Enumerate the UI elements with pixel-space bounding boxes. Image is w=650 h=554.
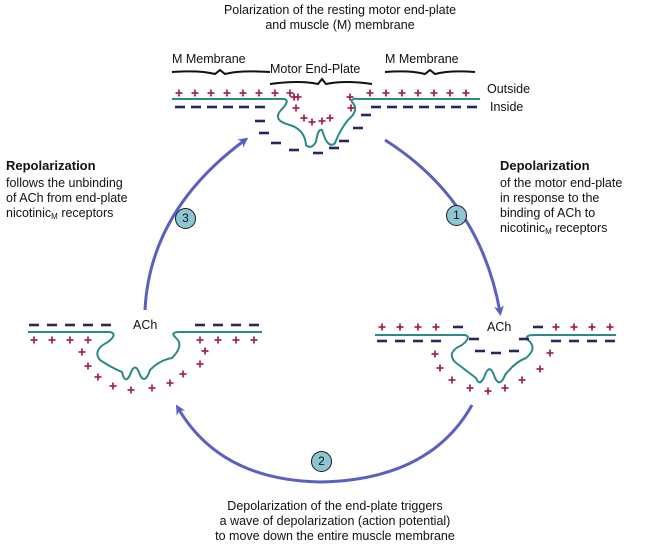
plus-charge xyxy=(286,89,294,97)
plus-charge xyxy=(318,117,326,125)
title-line-1: Polarization of the resting motor end-pl… xyxy=(223,3,457,17)
step-2-line: to move down the entire muscle membrane xyxy=(215,529,455,543)
brace-m-membrane-left xyxy=(171,68,271,76)
membrane-left xyxy=(28,331,262,381)
plus-charge xyxy=(396,323,404,331)
plus-charge xyxy=(179,370,187,378)
step-2-line: Depolarization of the end-plate triggers xyxy=(227,499,443,513)
plus-charge xyxy=(78,348,86,356)
step-1-line: binding of ACh to xyxy=(500,206,596,220)
arrow-step-1 xyxy=(384,138,504,316)
step-1-heading: Depolarization xyxy=(500,158,590,173)
plus-charge xyxy=(606,323,614,331)
m-membrane-left-label: M Membrane xyxy=(172,52,246,66)
plus-charge xyxy=(347,104,355,112)
plus-charge xyxy=(378,323,386,331)
plus-charge xyxy=(346,93,354,101)
plus-charge xyxy=(175,89,183,97)
step-1-line: of the motor end-plate xyxy=(500,176,623,190)
plus-charge xyxy=(326,114,334,122)
diagram-title: Polarization of the resting motor end-pl… xyxy=(150,3,530,33)
step-1-description: Depolarization of the motor end-plate in… xyxy=(500,158,622,239)
plus-charge xyxy=(84,336,92,344)
plus-charge xyxy=(570,323,578,331)
step-1-line: in response to the xyxy=(500,191,600,205)
plus-charge xyxy=(484,387,492,395)
plus-charge xyxy=(366,89,374,97)
plus-charge xyxy=(294,93,302,101)
plus-charge xyxy=(292,104,300,112)
plus-charge xyxy=(446,89,454,97)
plus-charge xyxy=(501,384,509,392)
plus-charge xyxy=(255,89,263,97)
step-1-line: nicotinicM receptors xyxy=(500,221,608,236)
ach-label-right: ACh xyxy=(487,320,512,334)
ach-label-left: ACh xyxy=(133,318,158,332)
plus-charge xyxy=(518,376,526,384)
plus-charge xyxy=(214,336,222,344)
plus-charge xyxy=(127,386,135,394)
step-1-badge: 1 xyxy=(446,205,467,226)
step-3-badge: 3 xyxy=(175,208,196,229)
brace-m-membrane-right xyxy=(384,68,476,76)
plus-charge xyxy=(588,323,596,331)
m-membrane-right-label: M Membrane xyxy=(385,52,459,66)
inside-label: Inside xyxy=(490,100,524,114)
plus-charge xyxy=(84,362,92,370)
plus-charge xyxy=(94,373,102,381)
arrow-step-2 xyxy=(175,404,474,484)
plus-charge xyxy=(536,365,544,373)
title-line-2: and muscle (M) membrane xyxy=(265,18,415,32)
plus-charge xyxy=(430,89,438,97)
plus-charge xyxy=(201,347,209,355)
plus-charge xyxy=(436,364,444,372)
plus-charge xyxy=(48,336,56,344)
plus-charge xyxy=(196,360,204,368)
plus-charge xyxy=(431,350,439,358)
plus-charge xyxy=(232,336,240,344)
plus-charge xyxy=(414,323,422,331)
plus-charge xyxy=(382,89,390,97)
plus-charge xyxy=(30,336,38,344)
step-3-line: nicotinicM receptors xyxy=(6,206,114,221)
plus-charge xyxy=(239,89,247,97)
outside-label: Outside xyxy=(487,82,531,96)
plus-charge xyxy=(448,376,456,384)
plus-charge xyxy=(250,336,258,344)
plus-charge xyxy=(546,349,554,357)
plus-charge xyxy=(398,89,406,97)
plus-charge xyxy=(196,336,204,344)
step-2-badge: 2 xyxy=(311,451,332,472)
brace-motor-end-plate xyxy=(269,77,373,86)
arrow-step-3 xyxy=(143,137,249,311)
plus-charge xyxy=(432,323,440,331)
plus-charge xyxy=(466,384,474,392)
step-3-line: of ACh from end-plate xyxy=(6,191,128,205)
membrane-top xyxy=(172,97,480,148)
plus-charge xyxy=(414,89,422,97)
plus-charge xyxy=(223,89,231,97)
plus-charge xyxy=(109,382,117,390)
membrane-right xyxy=(375,334,616,384)
plus-charge xyxy=(552,323,560,331)
plus-charge xyxy=(308,118,316,126)
plus-charge xyxy=(166,379,174,387)
plus-charge xyxy=(191,89,199,97)
motor-end-plate-label: Motor End-Plate xyxy=(270,62,361,76)
step-3-line: follows the unbinding xyxy=(6,176,123,190)
plus-charge xyxy=(462,89,470,97)
step-2-description: Depolarization of the end-plate triggers… xyxy=(150,499,520,544)
step-2-line: a wave of depolarization (action potenti… xyxy=(219,514,451,528)
plus-charge xyxy=(207,89,215,97)
plus-charge xyxy=(271,89,279,97)
step-3-heading: Repolarization xyxy=(6,158,96,173)
plus-charge xyxy=(148,384,156,392)
plus-charge xyxy=(66,336,74,344)
plus-charge xyxy=(300,114,308,122)
step-3-description: Repolarization follows the unbinding of … xyxy=(6,158,128,224)
